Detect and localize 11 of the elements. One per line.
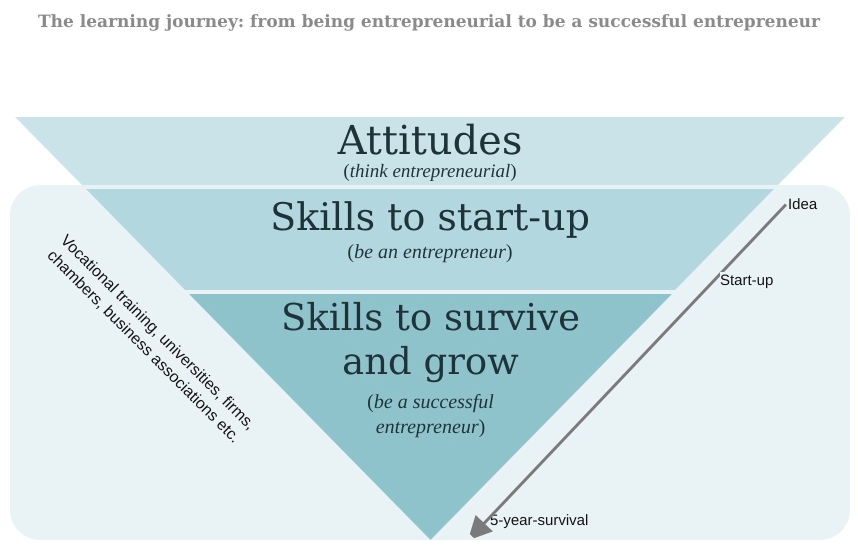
stage-label: 5-year-survival <box>490 512 588 529</box>
diagram-title: The learning journey: from being entrepreneurial to be a successful entrepreneur <box>37 11 822 34</box>
arrow <box>468 203 788 541</box>
band-heading: Skills to start-up <box>269 195 591 239</box>
band-subtitle: (be a successful entrepreneur) <box>366 390 495 440</box>
background-panel <box>10 185 850 540</box>
band-heading: Skills to survive and grow <box>280 296 581 384</box>
band-subtitle: (think entrepreneurial) <box>342 162 518 182</box>
edge-label: Start-up <box>720 272 774 289</box>
band-heading: Attitudes <box>336 119 524 163</box>
stage-label: Idea <box>788 196 818 213</box>
